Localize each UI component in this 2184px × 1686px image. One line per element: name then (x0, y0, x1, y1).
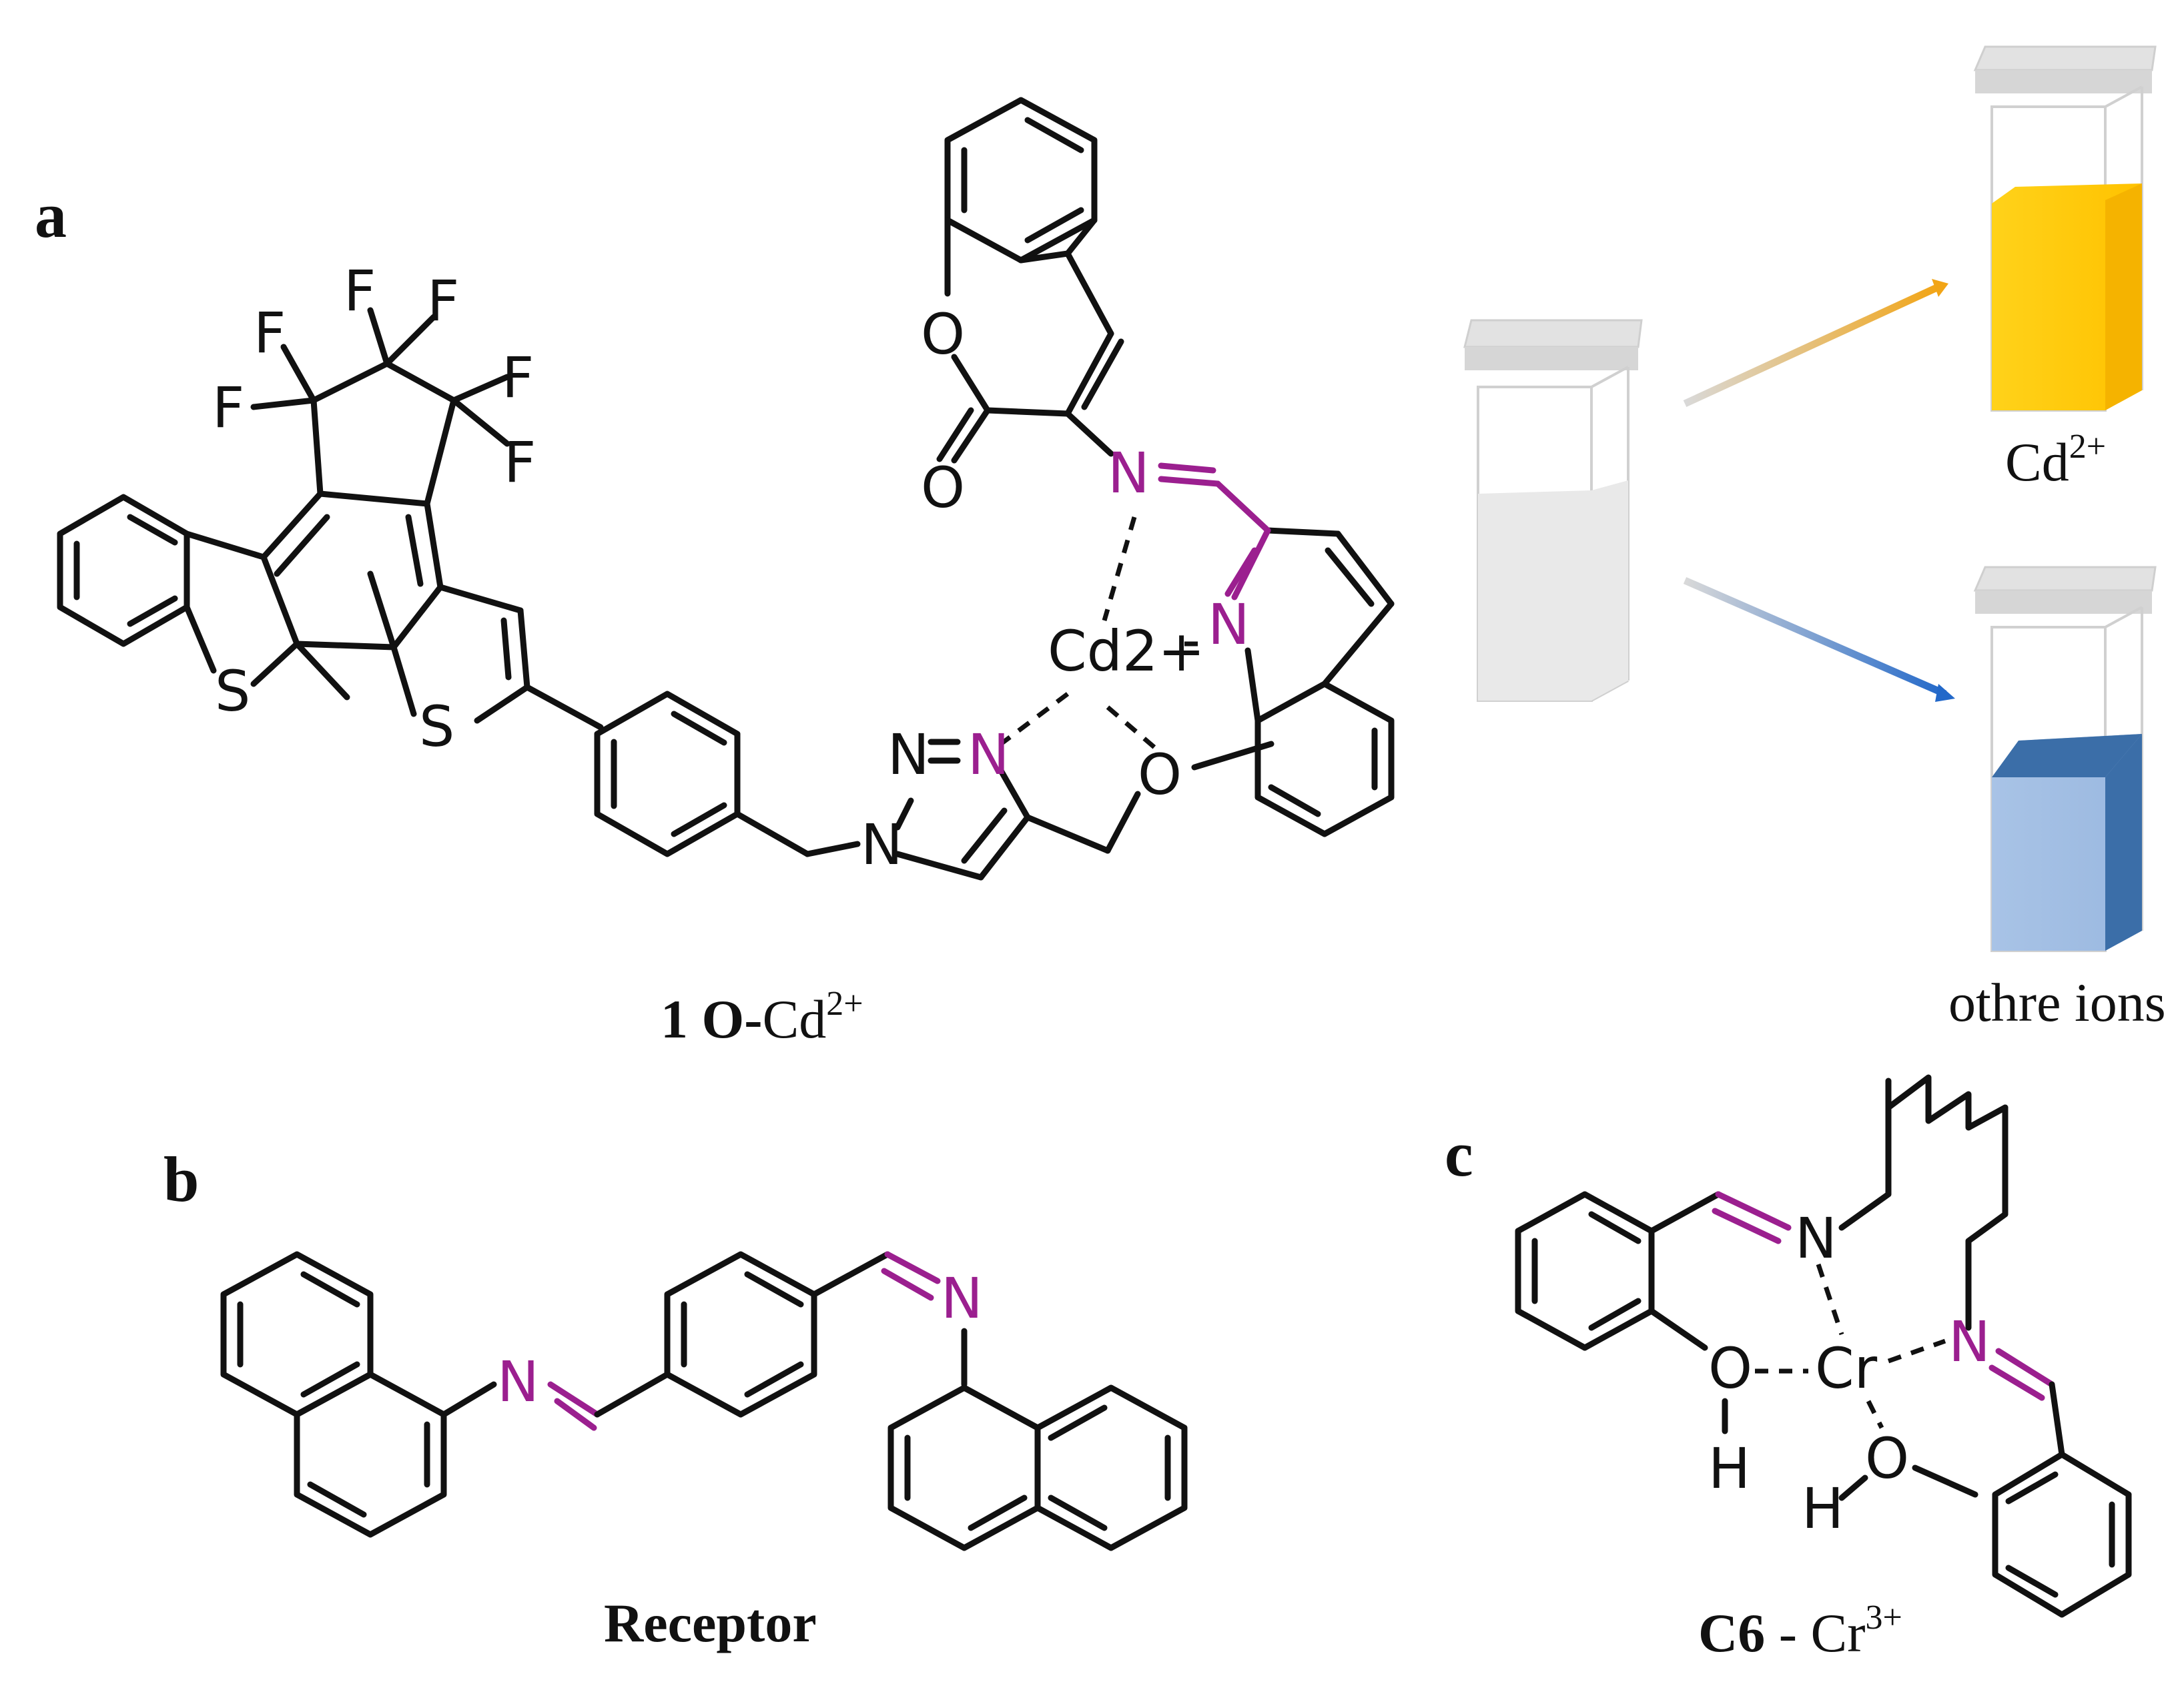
c6-atom-o-left: O (1708, 1336, 1752, 1401)
atom-s-2: S (419, 694, 454, 759)
c6-atom-o-right: O (1865, 1426, 1909, 1491)
atom-f-1: F (254, 300, 286, 366)
receptor-atom-n-left: N (497, 1349, 539, 1414)
panel-label-a: a (35, 179, 67, 251)
atom-f-3: F (344, 258, 376, 324)
atom-o-coumarin-ring: O (921, 302, 965, 367)
panel-label-b: b (163, 1144, 199, 1215)
atom-n-quinoline: N (1208, 592, 1250, 657)
caption-1o-cd: 1 O-Cd2+ (661, 985, 863, 1049)
ring-quinoline-lower (1254, 681, 1395, 837)
atom-o-ether: O (1138, 742, 1182, 807)
caption-receptor: Receptor (604, 1593, 817, 1653)
caption-c6-cr: C6 - Cr3+ (1698, 1599, 1902, 1663)
atom-f-6: F (504, 430, 536, 495)
atom-cd-ion: Cd2+ (1048, 618, 1205, 684)
arrow-to-other-ions (1683, 576, 1947, 698)
receptor-atom-n-right: N (941, 1266, 983, 1331)
atom-f-2: F (212, 375, 244, 440)
ring-phenyl-linker (594, 691, 741, 857)
panel-label-c: c (1445, 1118, 1473, 1190)
atom-f-4: F (427, 268, 459, 334)
atom-n-triazole-1: N (861, 812, 903, 877)
molecule-1o-cd: F F F F F F S S O O N N Cd2+ O N N N 1 O… (57, 97, 1395, 1049)
cuvette-cd (1973, 45, 2157, 412)
cuvette-other-label: othre ions (1948, 972, 2166, 1033)
atom-n-triazole-3: N (968, 722, 1010, 787)
cuvette-cd-label: Cd2+ (2005, 428, 2106, 492)
cuvette-source (1463, 319, 1643, 702)
atom-o-carbonyl: O (921, 455, 965, 520)
c6-atom-cr: Cr (1815, 1336, 1878, 1401)
atom-f-5: F (502, 345, 534, 410)
cuvette-scheme: Cd2+ othre ions (1463, 45, 2166, 1033)
arrow-to-cd (1683, 284, 1940, 407)
molecule-receptor: N N Receptor (220, 1251, 1188, 1653)
c6-atom-h-right: H (1802, 1476, 1844, 1541)
molecule-c6-cr: N O H Cr N O H C6 - Cr3+ (1515, 1074, 2132, 1663)
cuvette-other-ions (1973, 566, 2157, 952)
c6-atom-n-right: N (1948, 1309, 1990, 1374)
ring-coumarin-benzo (944, 97, 1098, 264)
atom-n-imine: N (1108, 440, 1150, 506)
c6-atom-n-left: N (1795, 1206, 1837, 1271)
c6-atom-h-left: H (1708, 1436, 1750, 1501)
atom-n-triazole-2: N (887, 722, 930, 787)
atom-s-1: S (215, 659, 250, 724)
